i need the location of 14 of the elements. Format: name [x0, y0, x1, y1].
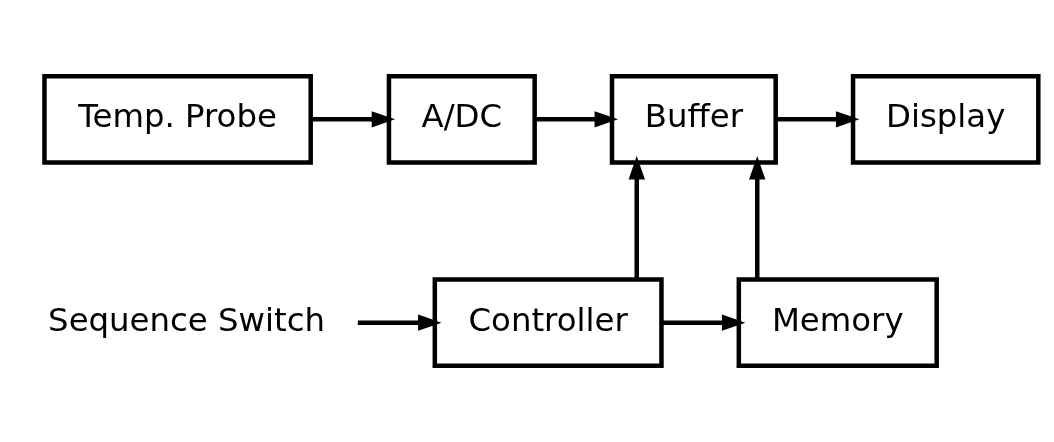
arrow — [535, 111, 619, 128]
arrow — [661, 314, 746, 331]
node-box: Display — [850, 73, 1041, 165]
node-box: Controller — [432, 277, 664, 369]
arrow — [311, 111, 396, 128]
arrow — [357, 314, 442, 331]
node-box: Buffer — [609, 73, 778, 165]
node-box: Temp. Probe — [42, 73, 313, 165]
arrow — [749, 156, 766, 280]
arrow — [776, 111, 860, 128]
node-box: A/DC — [386, 73, 537, 165]
arrow — [628, 156, 645, 280]
node-text: Sequence Switch — [48, 300, 326, 339]
node-box: Memory — [736, 277, 939, 369]
